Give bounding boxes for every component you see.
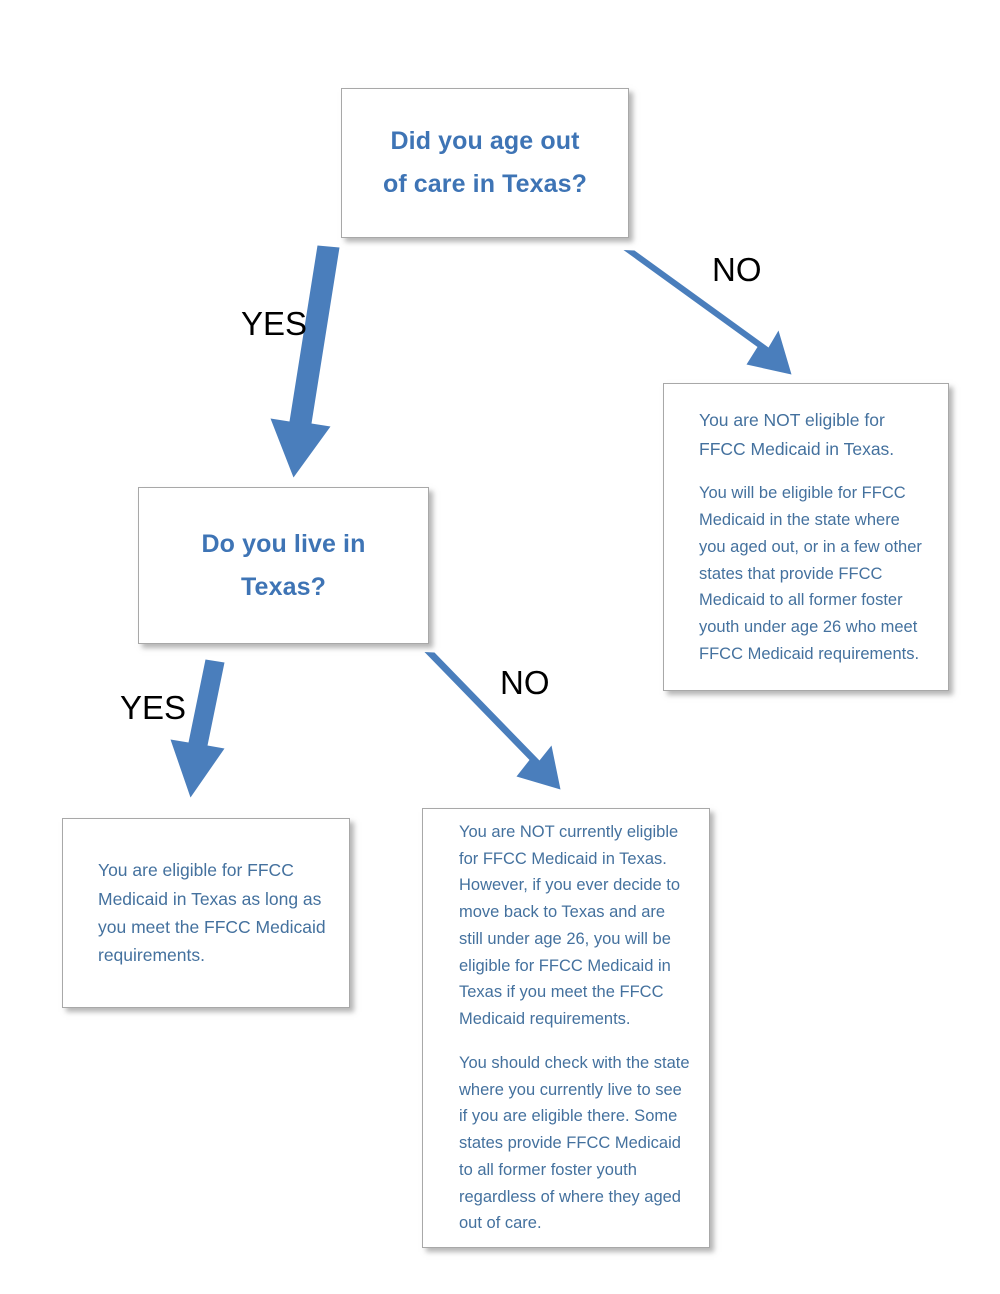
outcome-not-eligible-paragraph-2: You will be eligible for FFCC Medicaid i…	[699, 484, 922, 663]
arrow-q1-no	[623, 250, 792, 375]
decision-box-aged-out-of-care[interactable]: Did you age out of care in Texas?	[341, 88, 629, 238]
edge-label-q1-yes: YES	[241, 305, 308, 342]
edge-label-q2-yes: YES	[120, 689, 187, 726]
decision-box-live-in-texas-line-2: Texas?	[241, 572, 326, 601]
edge-label-q2-no: NO	[500, 664, 550, 701]
outcome-not-currently-eligible-paragraph-2: You should check with the state where yo…	[459, 1054, 690, 1233]
arrow-q1-yes	[270, 245, 340, 478]
decision-box-live-in-texas[interactable]: Do you live in Texas?	[138, 487, 429, 644]
outcome-not-eligible-paragraph-1: You are NOT eligible for FFCC Medicaid i…	[699, 410, 895, 459]
outcome-not-currently-eligible-paragraph-1: You are NOT currently eligible for FFCC …	[459, 822, 681, 1028]
edge-label-q1-no: NO	[712, 251, 762, 288]
decision-box-aged-out-line-1: Did you age out	[390, 127, 580, 155]
arrow-q2-yes	[170, 659, 225, 798]
outcome-box-eligible-texas[interactable]: You are eligible for FFCC Medicaid in Te…	[62, 818, 350, 1008]
outcome-eligible-paragraph-1: You are eligible for FFCC Medicaid in Te…	[98, 860, 326, 966]
outcome-box-not-eligible-texas[interactable]: You are NOT eligible for FFCC Medicaid i…	[663, 383, 949, 691]
decision-box-aged-out-line-2: of care in Texas?	[382, 170, 588, 198]
decision-box-live-in-texas-line-1: Do you live in	[201, 529, 366, 558]
outcome-box-not-currently-eligible[interactable]: You are NOT currently eligible for FFCC …	[422, 808, 710, 1248]
